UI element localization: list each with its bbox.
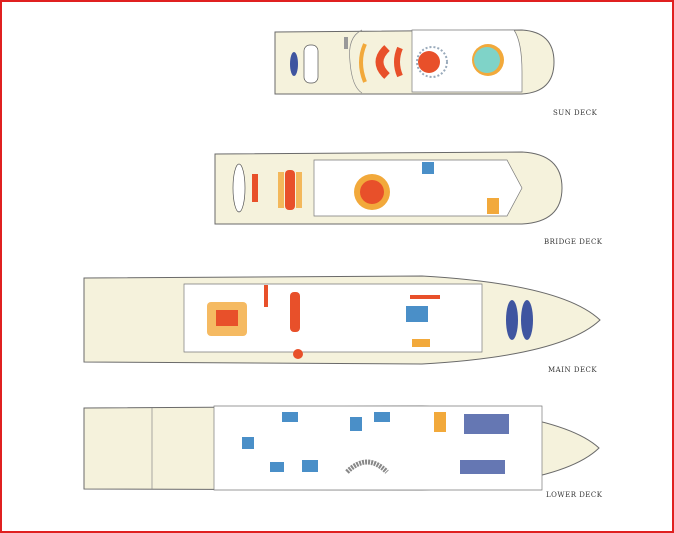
- main-deck-plan: [83, 275, 601, 365]
- sun-deck-plan: [274, 29, 555, 95]
- bridge-deck-label: BRIDGE DECK: [544, 238, 603, 246]
- jetski-icon: [521, 300, 533, 340]
- jetski-icon: [506, 300, 518, 340]
- sun-deck-label: SUN DECK: [553, 109, 598, 117]
- bed: [406, 306, 428, 322]
- dining-table: [418, 51, 440, 73]
- main-deck-label: MAIN DECK: [548, 366, 598, 374]
- tender-boat-icon: [232, 163, 246, 213]
- jetski-icon: [290, 52, 298, 76]
- bridge-deck-plan: [214, 151, 563, 225]
- lower-deck-label: LOWER DECK: [546, 491, 603, 499]
- jacuzzi-pool: [474, 47, 500, 73]
- bed: [422, 162, 434, 174]
- tender-boat-icon: [303, 44, 319, 84]
- lower-deck-plan: [83, 405, 600, 491]
